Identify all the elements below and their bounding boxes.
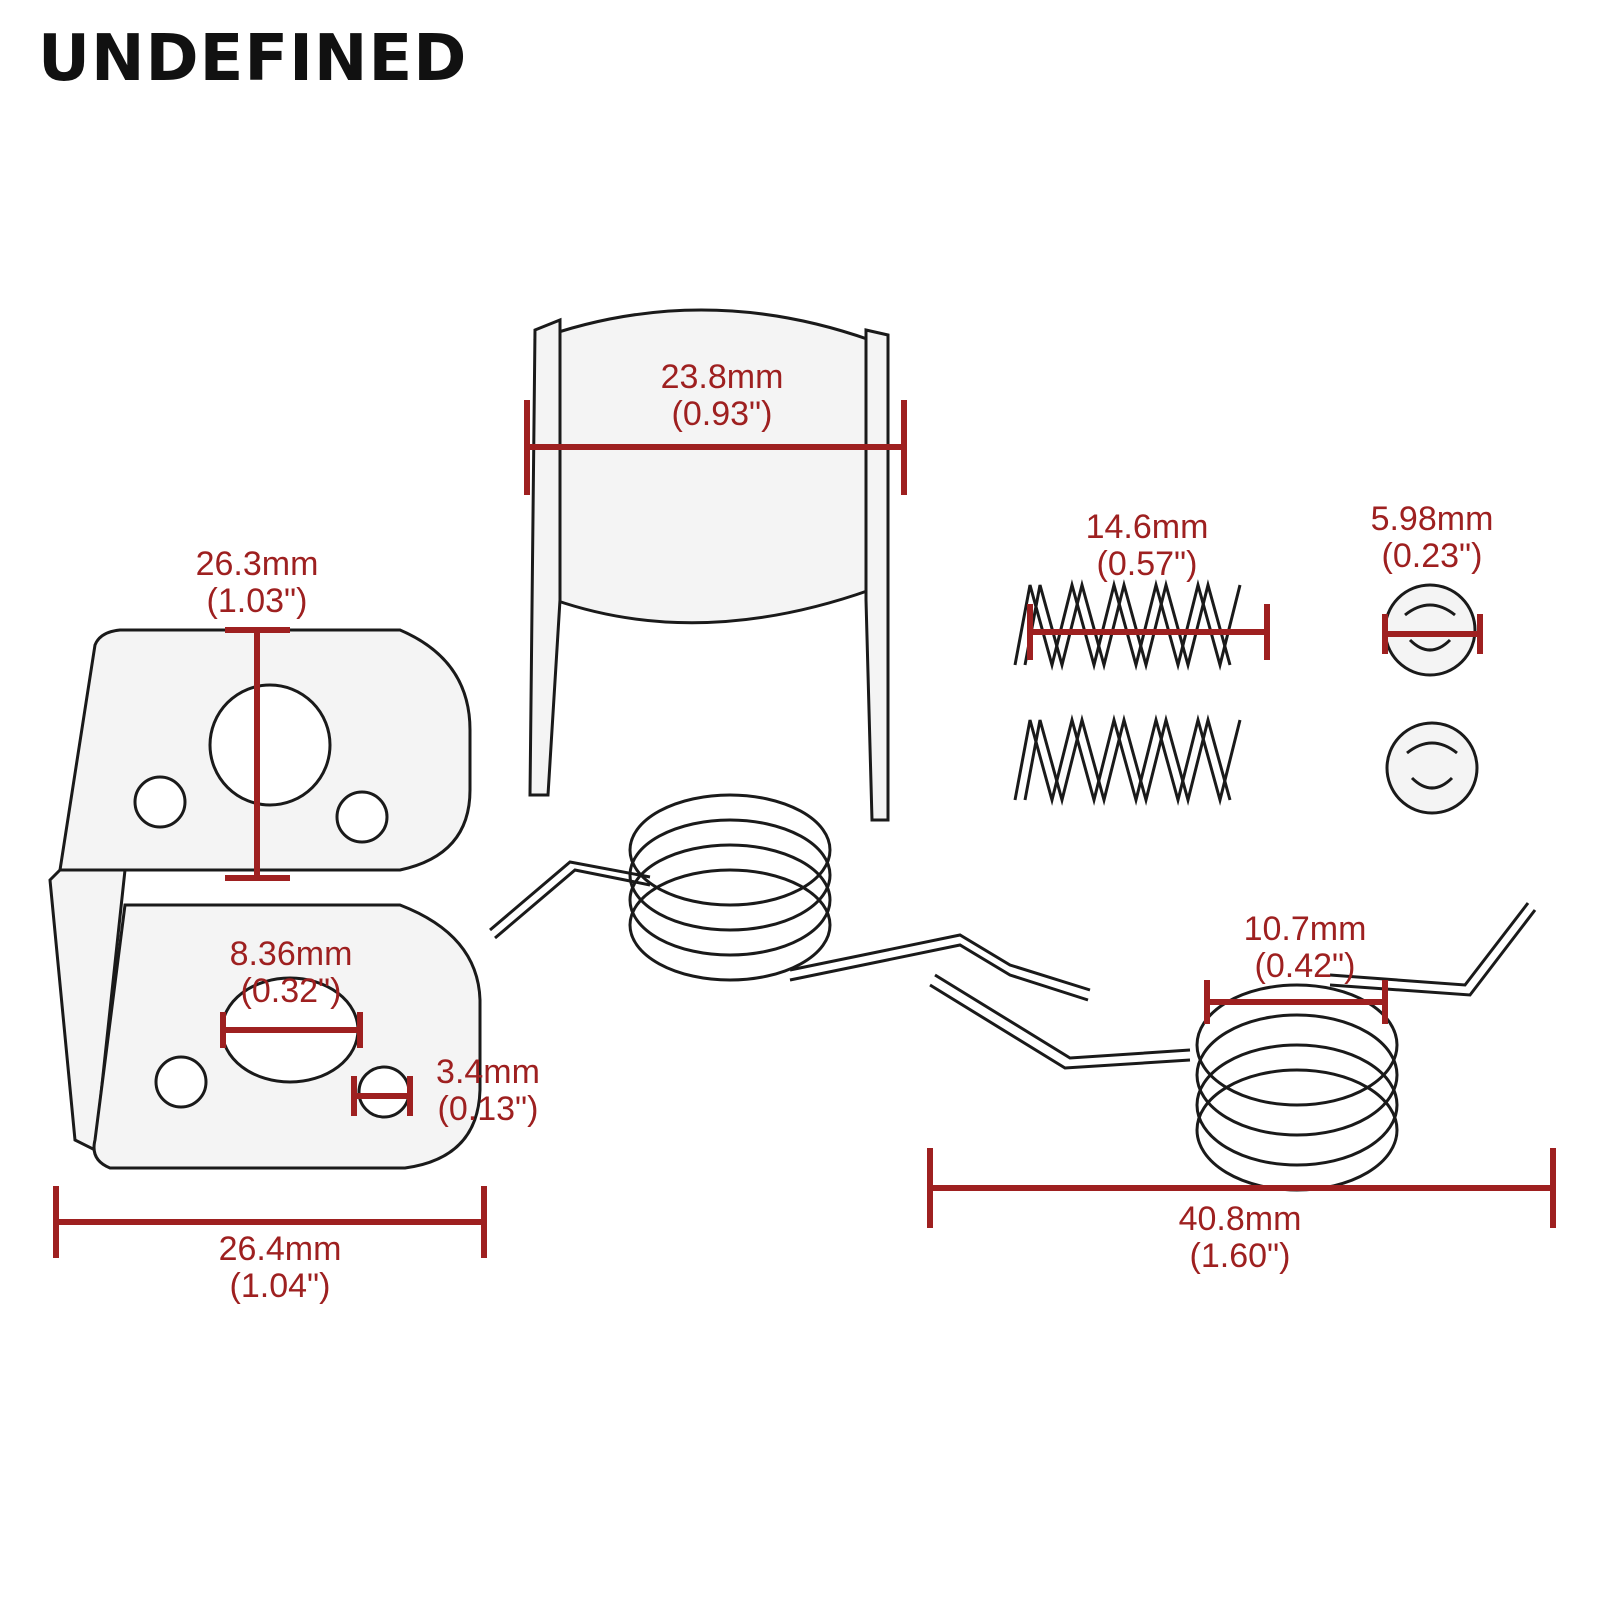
label-clip-in: (0.93") — [672, 395, 773, 433]
label-clip-mm: 23.8mm — [661, 358, 784, 396]
label-coil-in: (0.42") — [1255, 947, 1356, 985]
label-hole-large-mm: 8.36mm — [230, 935, 353, 973]
brand-logo: UNDEFINED — [38, 22, 468, 96]
dim-line-bracket-top — [225, 627, 290, 881]
dim-line-clip — [524, 400, 907, 495]
dim-line-spring — [1027, 604, 1270, 660]
label-hole-large-in: (0.32") — [241, 972, 342, 1010]
label-bracket-top-in: (1.03") — [207, 582, 308, 620]
torsion-spring-right — [929, 902, 1537, 1192]
compression-spring-top — [1013, 579, 1242, 671]
label-ball-mm: 5.98mm — [1371, 500, 1494, 538]
steel-ball-bottom — [1385, 721, 1479, 815]
l-bracket — [48, 628, 482, 1170]
dim-line-hole-large — [220, 1012, 363, 1048]
label-hole-small-in: (0.13") — [438, 1090, 539, 1128]
dim-line-bracket-base — [53, 1186, 487, 1258]
dim-line-coil — [1204, 980, 1388, 1024]
dim-line-torsion-length — [927, 1148, 1556, 1228]
label-torsion-length-mm: 40.8mm — [1179, 1200, 1302, 1238]
label-bracket-base-in: (1.04") — [230, 1267, 331, 1305]
label-bracket-top-mm: 26.3mm — [196, 545, 319, 583]
label-torsion-length-in: (1.60") — [1190, 1237, 1291, 1275]
dim-line-hole-small — [351, 1076, 413, 1116]
label-spring-mm: 14.6mm — [1086, 508, 1209, 546]
steel-ball-top — [1383, 583, 1477, 677]
dim-line-ball — [1382, 614, 1483, 654]
bracket-large-hole-top — [208, 683, 332, 807]
compression-spring-bottom — [1013, 714, 1242, 806]
label-ball-in: (0.23") — [1382, 537, 1483, 575]
label-bracket-base-mm: 26.4mm — [219, 1230, 342, 1268]
label-coil-mm: 10.7mm — [1244, 910, 1367, 948]
u-clip — [528, 308, 890, 822]
label-spring-in: (0.57") — [1097, 545, 1198, 583]
torsion-spring-left — [489, 793, 1091, 1002]
label-hole-small-mm: 3.4mm — [436, 1053, 540, 1091]
